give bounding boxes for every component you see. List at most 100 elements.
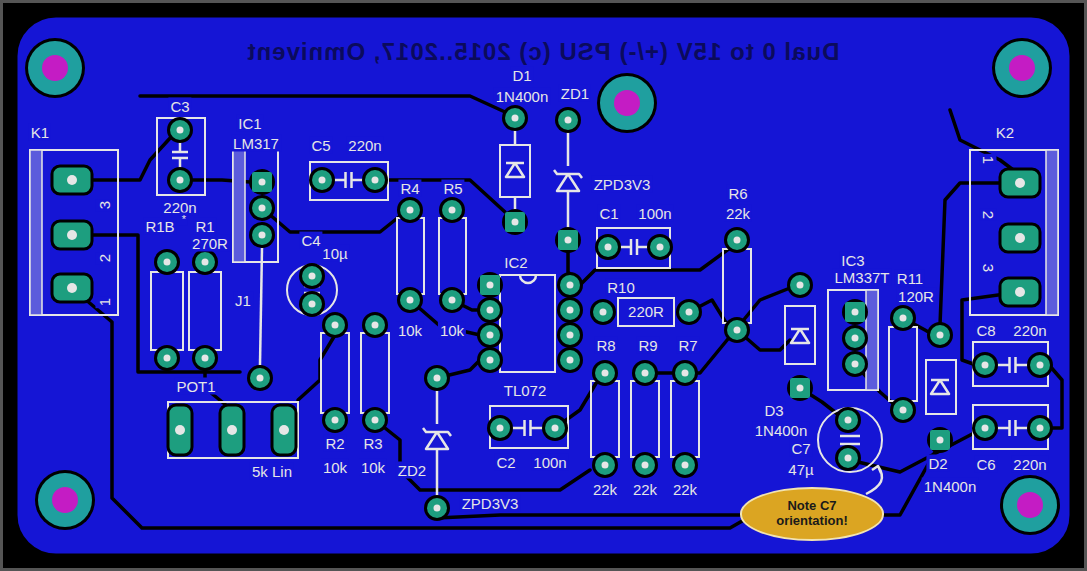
component-symbol <box>618 239 650 255</box>
pad-copper <box>560 325 580 345</box>
solder-pad <box>835 407 861 433</box>
pad-clearance <box>362 312 388 338</box>
pad-clearance <box>555 107 581 133</box>
component-outline <box>233 150 278 262</box>
pad-drill <box>407 207 414 214</box>
solder-pad <box>724 317 750 343</box>
pad-drill <box>227 425 237 435</box>
pad-drill <box>602 370 609 377</box>
pad-drill <box>497 425 504 432</box>
solder-pad <box>1027 415 1053 441</box>
component-outline <box>361 333 389 413</box>
pad-copper <box>595 455 615 475</box>
pad-drill <box>937 437 944 444</box>
solder-pad <box>787 272 813 298</box>
copper-trace <box>950 110 1020 175</box>
pad-clearance <box>322 312 348 338</box>
pad-drill <box>682 370 689 377</box>
pad-clearance <box>167 167 193 193</box>
pad-copper <box>838 410 858 430</box>
pad-clearance <box>557 297 583 323</box>
pad-drill <box>309 273 316 280</box>
capacitor-outline <box>818 408 882 472</box>
component-outline <box>671 381 699 457</box>
silkscreen-label: 10k <box>438 322 466 339</box>
solder-pad <box>154 249 180 275</box>
pad-clearance <box>487 415 513 441</box>
pad-copper <box>790 378 810 398</box>
hole-ring <box>1003 478 1057 532</box>
component-outline <box>889 327 917 401</box>
component-symbol <box>506 163 524 177</box>
mirrored-silkscreen-title: Dual 0 to 15V (+/-) PSU (c) 2015..2017, … <box>245 39 842 65</box>
pad-drill <box>279 425 289 435</box>
pad-copper <box>560 275 580 295</box>
pad-drill <box>845 417 852 424</box>
silkscreen-label: 22k <box>671 481 699 498</box>
solder-pad <box>477 297 503 323</box>
pad-copper <box>400 200 420 220</box>
pad-copper <box>157 252 177 272</box>
component-outline <box>828 290 878 390</box>
silkscreen-label: ZPD3V3 <box>460 495 521 512</box>
silkscreen-label: R11 <box>895 270 925 287</box>
pad-drill <box>407 297 414 304</box>
mounting-hole <box>35 470 95 530</box>
silkscreen-label: R1 <box>193 218 216 235</box>
copper-trace <box>858 432 976 472</box>
solder-pad <box>592 452 618 478</box>
component-symbol <box>172 140 188 170</box>
silkscreen-label: R8 <box>594 337 617 354</box>
solder-pad <box>672 360 698 386</box>
solder-pad <box>592 360 618 386</box>
pad-clearance <box>590 299 616 325</box>
pad-copper <box>365 410 385 430</box>
pad-clearance <box>724 317 750 343</box>
silkscreen-label: 2 <box>980 209 997 221</box>
silkscreen-label: R2 <box>323 435 346 452</box>
silkscreen-label: 3 <box>96 199 113 211</box>
solder-pad <box>502 209 528 235</box>
component-symbol <box>866 466 882 494</box>
pad-clearance <box>154 345 180 371</box>
copper-trace <box>72 288 770 528</box>
component-symbol <box>554 170 582 191</box>
terminal-pad <box>52 221 92 249</box>
solder-pad <box>555 107 581 133</box>
pad-drill <box>900 407 907 414</box>
solder-pad <box>167 117 193 143</box>
pad-drill <box>642 370 649 377</box>
pad-clearance <box>397 197 423 223</box>
silkscreen-label: 1 <box>980 154 997 166</box>
pad-clearance <box>890 397 916 423</box>
hole-drill <box>1009 55 1035 81</box>
resistor-body: 220R <box>617 297 675 327</box>
solder-pad <box>927 322 953 348</box>
silkscreen-label: 1 <box>96 296 113 308</box>
pad-drill <box>487 307 494 314</box>
pad-drill <box>319 177 326 184</box>
pad-drill <box>177 127 184 134</box>
pad-clearance <box>835 445 861 471</box>
pad-drill <box>1037 425 1044 432</box>
hole-ring <box>600 76 654 130</box>
solder-pad <box>477 272 503 298</box>
pad-clearance <box>557 322 583 348</box>
pads <box>154 105 1053 521</box>
solder-pad <box>322 312 348 338</box>
pad-clearance <box>477 272 503 298</box>
component-outline <box>970 150 1058 315</box>
pad-clearance <box>592 360 618 386</box>
pad-clearance <box>672 452 698 478</box>
solder-pad <box>397 287 423 313</box>
solder-pad <box>309 167 335 193</box>
pad-copper <box>52 166 92 194</box>
pad-clearance <box>397 287 423 313</box>
pad-copper <box>168 405 192 455</box>
hole-clearance <box>25 38 85 98</box>
silkscreen-label: 22k <box>724 205 752 222</box>
pad-copper <box>727 320 747 340</box>
component-value: 220R <box>628 303 664 320</box>
silkscreen-label: D1 <box>510 67 533 84</box>
pad-copper <box>195 348 215 368</box>
